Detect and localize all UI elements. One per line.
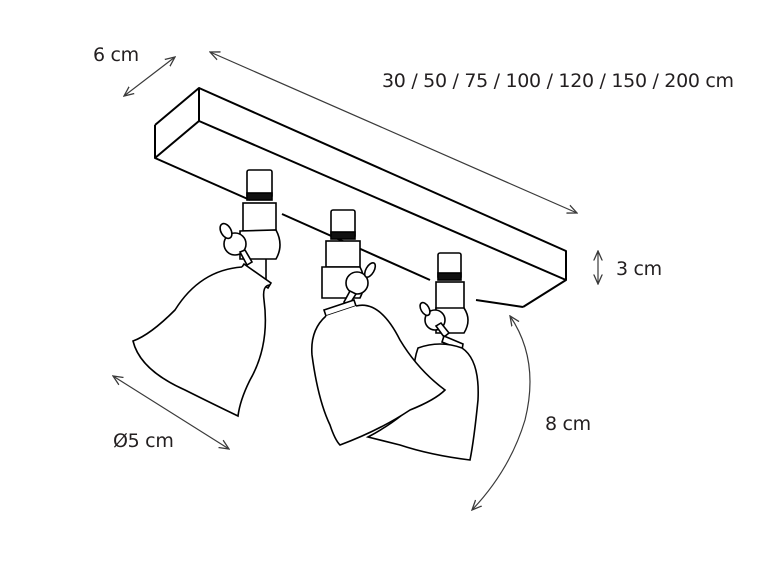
height-label: 3 cm xyxy=(616,258,662,280)
length-options-label: 30 / 50 / 75 / 100 / 120 / 150 / 200 cm xyxy=(382,70,734,92)
diameter-label: Ø5 cm xyxy=(113,430,174,452)
length-dimension-arrow xyxy=(210,52,577,213)
spotlight-1 xyxy=(132,169,281,418)
depth-dimension-arrow xyxy=(124,57,175,96)
shade-length-dimension-arc xyxy=(472,316,531,510)
shade-length-label: 8 cm xyxy=(545,413,591,435)
depth-label: 6 cm xyxy=(93,44,139,66)
diameter-dimension-arrow xyxy=(113,376,229,449)
spotlight-2 xyxy=(310,209,447,446)
dimension-lines xyxy=(113,52,598,510)
